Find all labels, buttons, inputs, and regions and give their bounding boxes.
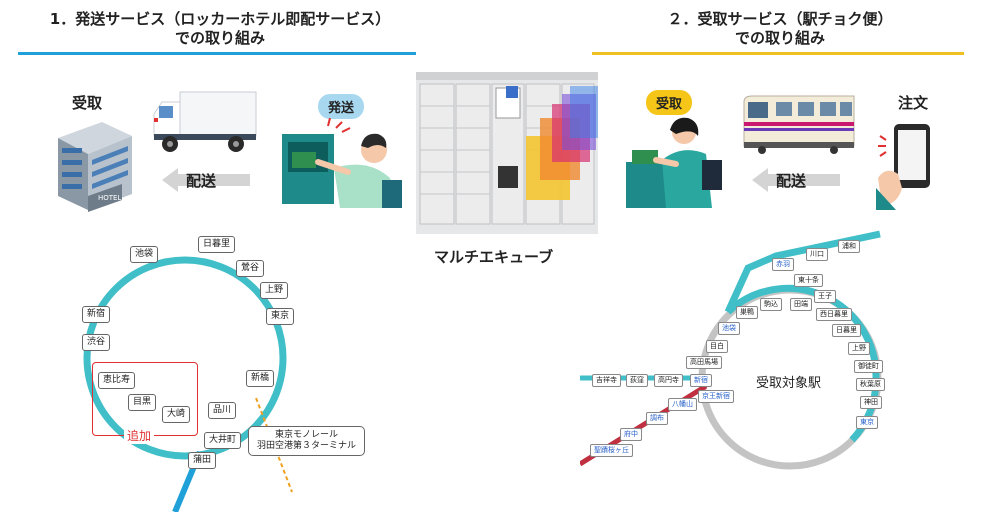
right-station-akihabara: 秋葉原 [856, 378, 885, 391]
right-station-mejiro: 目白 [706, 340, 728, 353]
right-station-seisekisakuragaoka: 聖蹟桜ヶ丘 [590, 444, 633, 457]
right-station-akabane: 赤羽 [772, 258, 794, 271]
target-stations-label: 受取対象駅 [756, 376, 822, 391]
left-station-osaki: 大崎 [162, 406, 191, 423]
right-heading-underline [592, 52, 964, 55]
right-station-ikebukuro: 池袋 [718, 322, 740, 335]
right-station-ogikubo: 荻窪 [626, 374, 648, 387]
receive-badge: 受取 [646, 90, 693, 115]
right-station-keio-shinjuku: 京王新宿 [698, 390, 734, 403]
right-station-urawa: 浦和 [838, 240, 860, 253]
left-station-meguro: 目黒 [128, 394, 157, 411]
right-station-kichijoji: 吉祥寺 [592, 374, 621, 387]
person-at-locker-illustration [282, 118, 402, 208]
right-heading: ２．受取サービス（駅チョク便） での取り組み [580, 10, 980, 48]
hotel-sign-text: HOTEL [98, 194, 121, 202]
right-station-tokyo: 東京 [856, 416, 878, 429]
right-delivery-arrow [752, 168, 840, 192]
left-station-shinagawa: 品川 [208, 402, 237, 419]
left-station-nippori: 日暮里 [198, 236, 236, 253]
right-rail-map [580, 230, 882, 470]
left-station-kamata: 蒲田 [188, 452, 217, 469]
added-label: 追加 [124, 427, 155, 444]
right-station-kanda: 神田 [860, 396, 882, 409]
right-station-higashijujo: 東十条 [794, 274, 823, 287]
right-delivery-label: 配送 [776, 172, 807, 190]
left-station-ebisu: 恵比寿 [98, 372, 136, 389]
right-heading-line2: での取り組み [734, 29, 825, 47]
left-station-ueno: 上野 [260, 282, 289, 299]
order-label: 注文 [898, 94, 929, 112]
left-heading-line2: での取り組み [174, 29, 265, 47]
left-station-oimachi: 大井町 [204, 432, 242, 449]
right-station-ueno: 上野 [848, 342, 870, 355]
left-station-uguisudani: 鶯谷 [236, 260, 265, 277]
right-station-okachimachi: 御徒町 [854, 360, 883, 373]
left-station-ikebukuro: 池袋 [130, 246, 159, 263]
right-station-hachimanyama: 八幡山 [668, 398, 697, 411]
right-station-nishinippori: 西日暮里 [816, 308, 852, 321]
right-station-chofu: 調布 [646, 412, 668, 425]
locker-illustration [416, 72, 598, 234]
right-station-sugamo: 巣鴨 [736, 306, 758, 319]
right-station-shinjuku: 新宿 [690, 374, 712, 387]
right-station-kawaguchi: 川口 [806, 248, 828, 261]
locker-label: マルチエキューブ [434, 248, 554, 266]
receive-label: 受取 [72, 94, 103, 112]
hotel-building-icon: HOTEL [58, 122, 132, 212]
left-station-tokyo: 東京 [266, 308, 295, 325]
send-badge: 発送 [318, 94, 365, 119]
left-heading-line1: 1．発送サービス（ロッカーホテル即配サービス） [49, 10, 391, 28]
right-station-takadanobaba: 高田馬場 [686, 356, 722, 369]
left-heading-underline [18, 52, 416, 55]
monorail-label: 東京モノレール 羽田空港第３ターミナル [248, 426, 366, 456]
right-station-oji: 王子 [814, 290, 836, 303]
train-icon [743, 95, 855, 154]
left-delivery-arrow [162, 168, 250, 192]
right-station-komagome: 駒込 [760, 298, 782, 311]
right-station-koenji: 高円寺 [654, 374, 683, 387]
smartphone-hand-icon [876, 124, 930, 210]
left-station-shibuya: 渋谷 [82, 334, 111, 351]
right-station-tabata: 田端 [790, 298, 812, 311]
left-delivery-label: 配送 [186, 172, 217, 190]
truck-icon [153, 91, 257, 152]
right-heading-line1: ２．受取サービス（駅チョク便） [667, 10, 893, 28]
right-station-fuchu: 府中 [620, 428, 642, 441]
left-station-shinjuku: 新宿 [82, 306, 111, 323]
left-heading: 1．発送サービス（ロッカーホテル即配サービス） での取り組み [0, 10, 440, 48]
right-station-nippori: 日暮里 [832, 324, 861, 337]
woman-receiving-illustration [626, 117, 722, 208]
left-station-shimbashi: 新橋 [246, 370, 275, 387]
